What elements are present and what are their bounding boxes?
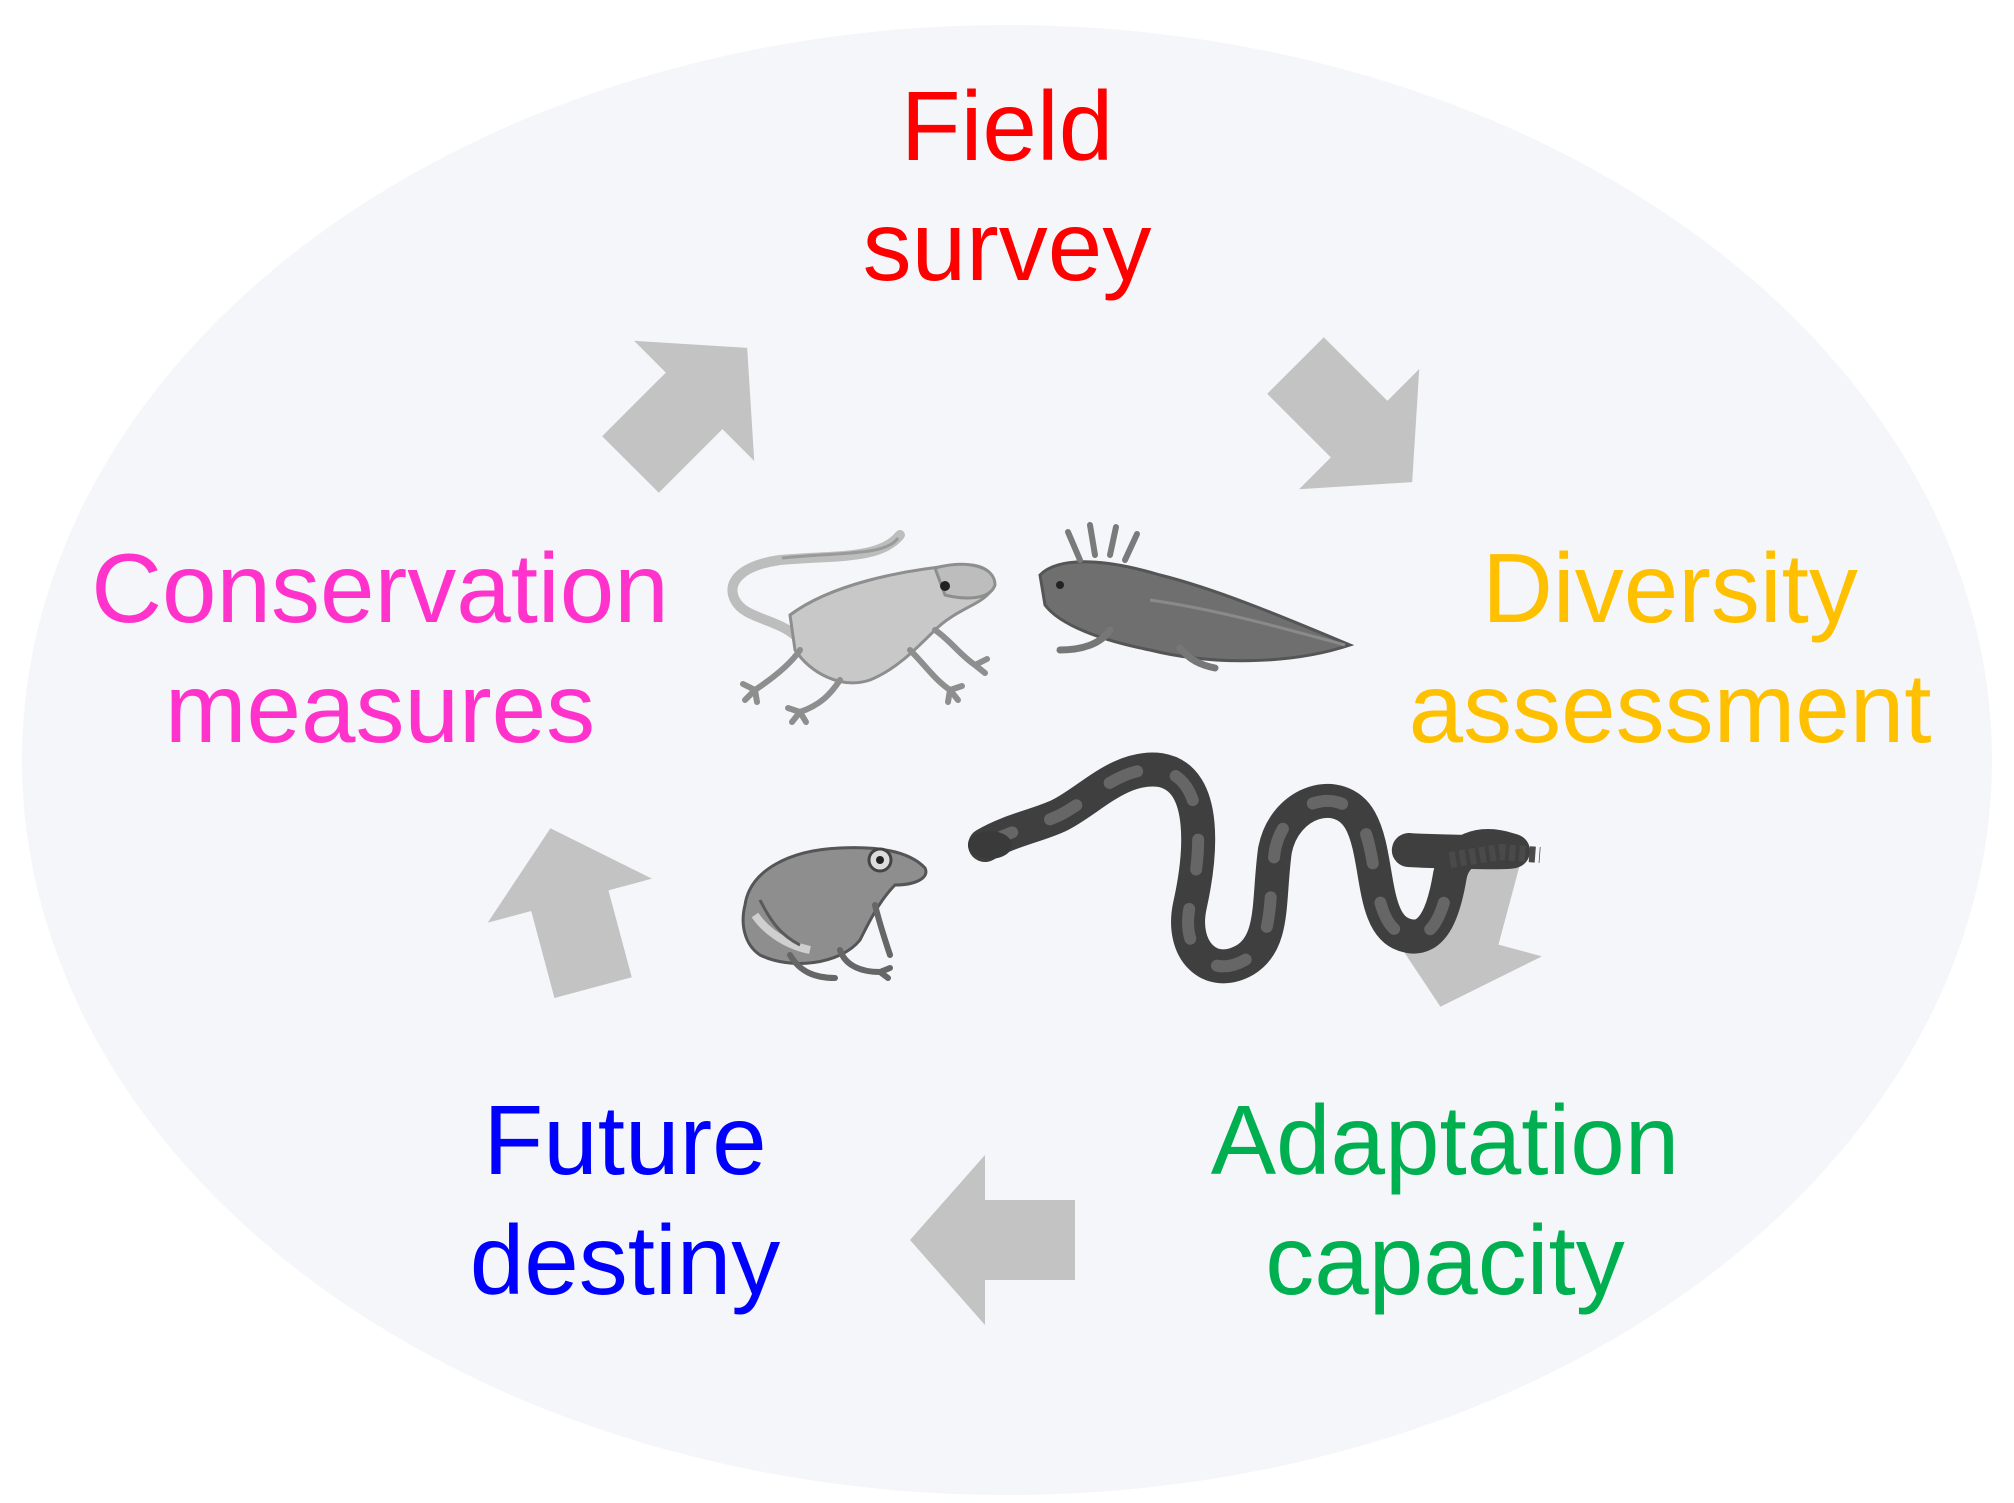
lizard-icon	[727, 530, 997, 725]
arrow-field-to-diversity	[1267, 337, 1420, 490]
arrow-future-to-conservation	[487, 828, 652, 998]
arrow-diversity-to-adaptation	[1377, 837, 1542, 1007]
stage-label-line: measures	[164, 653, 596, 763]
stage-label-line: Adaptation	[1210, 1085, 1680, 1195]
stage-label-line: Conservation	[91, 533, 669, 643]
stage-label-field-survey: Field survey	[757, 66, 1257, 306]
stage-label-future-destiny: Future destiny	[430, 1080, 820, 1320]
axolotl-icon	[1038, 522, 1355, 672]
stage-label-adaptation-capacity: Adaptation capacity	[1175, 1080, 1715, 1320]
stage-label-line: Future	[483, 1085, 767, 1195]
arrow-conservation-to-field	[602, 340, 755, 493]
stage-label-line: Field	[900, 71, 1114, 181]
stage-label-conservation-measures: Conservation measures	[60, 528, 700, 768]
stage-label-line: assessment	[1408, 653, 1932, 763]
stage-label-diversity-assessment: Diversity assessment	[1380, 528, 1960, 768]
stage-label-line: Diversity	[1482, 533, 1858, 643]
background-ellipse	[22, 25, 1992, 1495]
stage-label-line: survey	[862, 191, 1152, 301]
stage-label-line: destiny	[469, 1205, 781, 1315]
frog-icon	[741, 846, 928, 981]
snake-icon	[968, 752, 1541, 984]
arrow-adaptation-to-future	[910, 1155, 1075, 1325]
stage-label-line: capacity	[1265, 1205, 1625, 1315]
